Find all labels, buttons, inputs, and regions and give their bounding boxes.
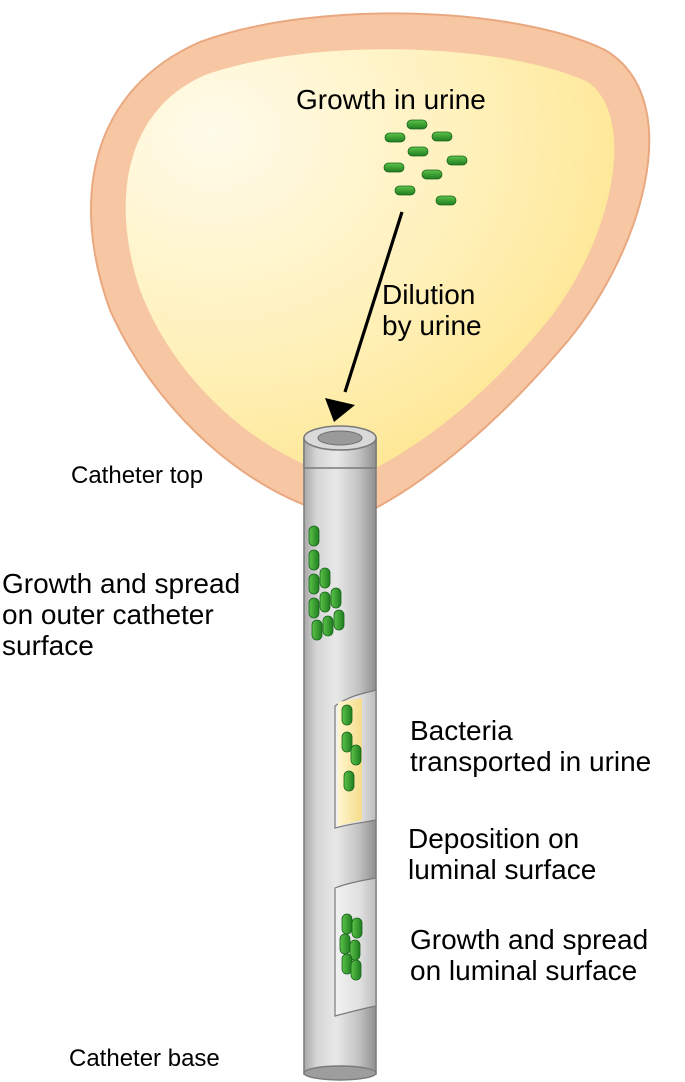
bacterium <box>322 615 334 637</box>
bacterium <box>319 567 331 589</box>
catheter-top-opening <box>317 430 363 446</box>
bacteria-in-lumen <box>341 704 362 792</box>
bacterium <box>407 146 429 157</box>
bacterium <box>421 169 443 180</box>
bladder <box>90 12 651 511</box>
bacterium <box>341 731 353 753</box>
label-catheter-top: Catheter top <box>71 462 204 489</box>
bacterium <box>350 959 362 981</box>
bacteria-outer-surface <box>308 525 345 641</box>
bacteria-luminal-surface <box>339 913 363 981</box>
bacterium <box>343 770 355 792</box>
catheter-bottom-end <box>303 1065 377 1081</box>
label-outer-surface-growth: Growth and spread on outer catheter surf… <box>2 568 241 661</box>
bacterium <box>341 704 353 726</box>
bacteria-in-urine <box>383 119 468 206</box>
bacterium <box>339 933 351 955</box>
bacterium <box>308 549 320 571</box>
label-growth-in-urine: Growth in urine <box>296 84 486 115</box>
bacterium <box>319 591 331 613</box>
bacterium <box>383 162 405 173</box>
bacterium <box>308 525 320 547</box>
bacterium <box>394 185 416 196</box>
dilution-arrow <box>325 211 404 422</box>
bacterium <box>384 132 406 143</box>
bacterium <box>435 195 457 206</box>
label-deposition-luminal: Deposition on luminal surface <box>408 823 597 885</box>
bladder-urine <box>125 49 615 470</box>
bacterium <box>308 573 320 595</box>
bacterium <box>350 744 362 766</box>
catheter <box>303 425 377 1081</box>
label-dilution-by-urine: Dilution by urine <box>382 279 482 341</box>
bacterium <box>311 619 323 641</box>
label-bacteria-transported: Bacteria transported in urine <box>410 715 652 777</box>
bacterium <box>431 131 453 142</box>
bacterium <box>308 597 320 619</box>
bacterium <box>333 609 345 631</box>
label-luminal-growth: Growth and spread on luminal surface <box>410 924 649 986</box>
bacterium <box>341 913 353 935</box>
label-catheter-base: Catheter base <box>69 1045 220 1072</box>
bacterium <box>351 917 363 939</box>
bacterium <box>406 119 428 130</box>
bacterium <box>341 953 353 975</box>
bacterium <box>446 155 468 166</box>
bacterium <box>330 587 342 609</box>
